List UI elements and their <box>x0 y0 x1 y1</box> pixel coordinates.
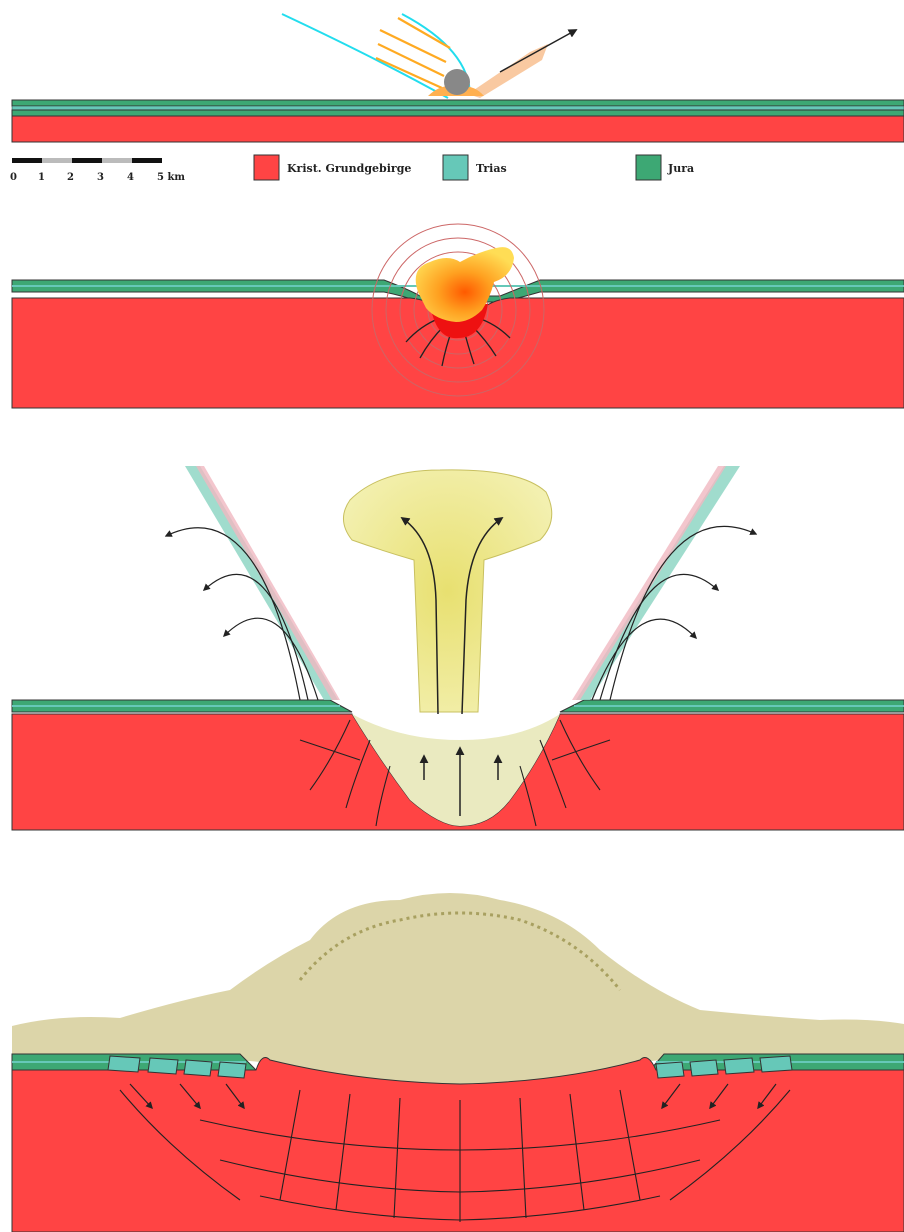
ejecta-plume <box>343 470 551 712</box>
p4-basement-layer <box>12 1058 904 1232</box>
panel-4-final-crater <box>12 893 904 1232</box>
legend-label-trias: Trias <box>476 162 507 175</box>
p1-trias-layer <box>12 106 904 110</box>
ejecta-curtain-right-pink <box>572 466 726 700</box>
impactor-icon <box>444 69 470 95</box>
legend: Krist. Grundgebirge Trias Jura <box>254 155 694 180</box>
legend-swatch-basement <box>254 155 279 180</box>
legend-swatch-jura <box>636 155 661 180</box>
panel-1-approach <box>12 14 904 142</box>
legend-label-basement: Krist. Grundgebirge <box>287 162 411 175</box>
scale-tick-0: 0 <box>10 172 17 183</box>
ejecta-curtain-left-pink <box>196 466 340 700</box>
panel-2-contact <box>12 224 904 408</box>
p1-basement-layer <box>12 116 904 142</box>
scale-bar: 0 1 2 3 4 5 km <box>10 158 185 183</box>
heat-rays <box>376 18 450 88</box>
scale-tick-2: 2 <box>67 172 74 183</box>
scale-tick-1: 1 <box>38 172 45 183</box>
legend-swatch-trias <box>443 155 468 180</box>
scale-tick-5km: 5 km <box>157 172 185 183</box>
panel-3-excavation <box>12 466 904 830</box>
p1-jura-layer-lower <box>12 110 904 116</box>
p1-jura-layer <box>12 100 904 106</box>
scale-tick-4: 4 <box>127 172 134 183</box>
scale-tick-3: 3 <box>97 172 104 183</box>
ejection-arrow <box>500 30 576 72</box>
legend-label-jura: Jura <box>667 162 694 175</box>
